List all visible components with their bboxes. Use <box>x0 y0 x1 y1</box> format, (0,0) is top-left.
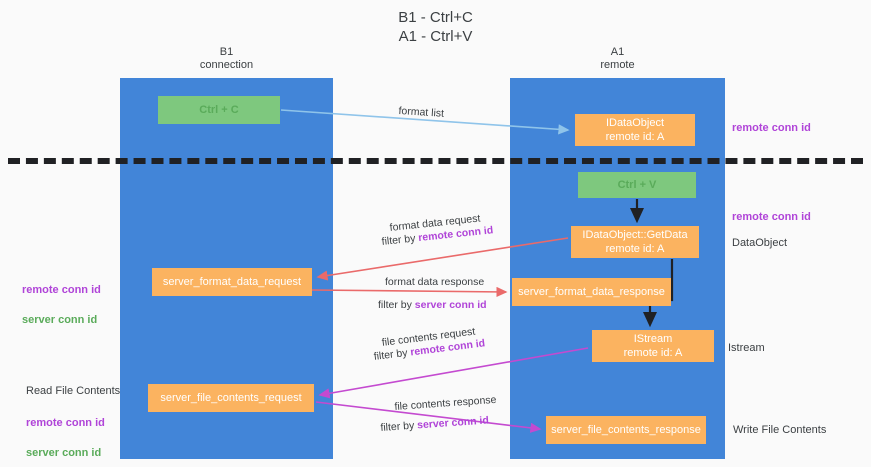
annotation-write-file-contents: Write File Contents <box>733 424 827 436</box>
arrow-file-contents-response <box>315 401 542 433</box>
arrow-format-data-response <box>311 286 508 298</box>
node-ctrl-v[interactable]: Ctrl + V <box>578 172 696 198</box>
swimlane-header-b1: B1 connection <box>199 46 254 71</box>
diagram-title: B1 - Ctrl+C A1 - Ctrl+V <box>398 9 473 45</box>
edge-label-format-data-response-filter: filter by server conn id <box>378 298 487 313</box>
arrow-format-data-request <box>316 237 569 281</box>
arrow-file-contents-request <box>318 347 589 399</box>
annotation-server-conn-id: server conn id <box>26 447 102 459</box>
annotation-remote-conn-id: remote conn id <box>22 284 101 296</box>
annotation-read-file-contents: Read File Contents <box>26 385 121 397</box>
node-idataobject-getdata[interactable]: IDataObject::GetData remote id: A <box>571 226 699 258</box>
annotation-remote-conn-id-top: remote conn id <box>732 122 811 134</box>
node-ctrl-c[interactable]: Ctrl + C <box>158 96 280 124</box>
edge-label-format-data-response: format data response <box>385 276 485 288</box>
annotation-server-conn-id: server conn id <box>22 314 98 326</box>
node-server-file-contents-response[interactable]: server_file_contents_response <box>546 416 706 444</box>
swimlane-header-a1: A1 remote <box>600 46 635 71</box>
node-server-format-data-request[interactable]: server_format_data_request <box>152 268 312 296</box>
node-server-file-contents-request[interactable]: server_file_contents_request <box>148 384 314 412</box>
node-istream[interactable]: IStream remote id: A <box>592 330 714 362</box>
annotation-left-conn-ids-bottom: remote conn id server conn id <box>26 401 105 467</box>
filter-prefix: filter by <box>378 299 415 311</box>
filter-prefix: filter by <box>373 346 412 363</box>
filter-key-server-conn-id: server conn id <box>416 414 490 432</box>
annotation-dataobject: DataObject <box>732 237 788 249</box>
node-server-format-data-response[interactable]: server_format_data_response <box>512 278 671 306</box>
filter-prefix: filter by <box>380 419 418 434</box>
filter-prefix: filter by <box>381 232 419 248</box>
annotation-remote-conn-id: remote conn id <box>26 417 105 429</box>
filter-key-server-conn-id: server conn id <box>414 299 487 311</box>
annotation-left-conn-ids-mid: remote conn id server conn id <box>22 268 101 343</box>
phase-divider <box>8 158 863 164</box>
node-idataobject[interactable]: IDataObject remote id: A <box>575 114 695 146</box>
annotation-remote-conn-id-mid: remote conn id <box>732 211 811 223</box>
arrow-format-list <box>280 109 570 135</box>
annotation-istream: Istream <box>728 342 765 354</box>
edge-label-format-list: format list <box>398 104 445 120</box>
